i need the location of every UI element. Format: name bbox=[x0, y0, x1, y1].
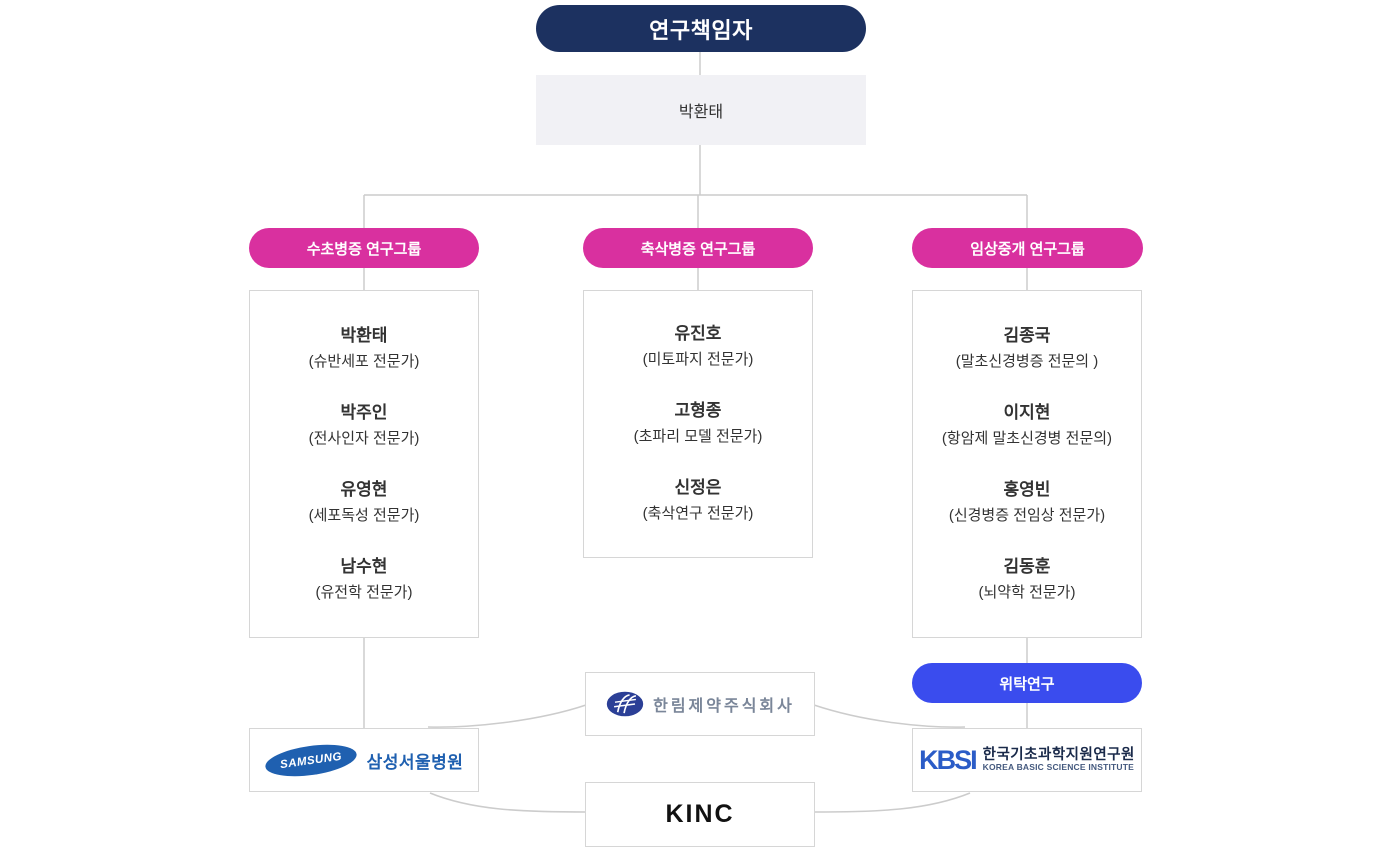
member-name: 홍영빈 bbox=[1003, 479, 1051, 499]
member-name: 김종국 bbox=[1003, 325, 1051, 345]
kbsi-english-name: KOREA BASIC SCIENCE INSTITUTE bbox=[982, 762, 1135, 773]
group-label: 수초병증 연구그룹 bbox=[306, 240, 422, 258]
member-role: (전사인자 전문가) bbox=[308, 429, 420, 447]
member-role: (축삭연구 전문가) bbox=[642, 505, 754, 522]
consignment-label: 위탁연구 bbox=[999, 675, 1055, 693]
member-name: 유영현 bbox=[340, 479, 388, 499]
group-pill-axonopathy: 축삭병증 연구그룹 bbox=[583, 228, 813, 268]
member-entry: 신정은 (축삭연구 전문가) bbox=[643, 475, 754, 527]
member-name: 박주인 bbox=[340, 402, 388, 422]
curve-samsung-to-kinc bbox=[429, 792, 587, 813]
curve-hanlim-to-kbsi bbox=[813, 704, 966, 728]
kinc-brand: KINC bbox=[665, 800, 735, 828]
member-name: 남수현 bbox=[340, 556, 388, 576]
member-name: 신정은 bbox=[674, 478, 722, 497]
partner-box-kinc: KINC bbox=[585, 782, 815, 847]
member-entry: 박환태 (슈반세포 전문가) bbox=[309, 323, 420, 375]
hanlim-emblem-icon bbox=[606, 691, 644, 717]
member-role: (말초신경병증 전문의 ) bbox=[955, 352, 1099, 370]
member-entry: 남수현 (유전학 전문가) bbox=[316, 554, 413, 606]
member-box-translational: 김종국 (말초신경병증 전문의 ) 이지현 (항암제 말초신경병 전문의) 홍영… bbox=[912, 290, 1142, 638]
member-entry: 유진호 (미토파지 전문가) bbox=[643, 321, 754, 373]
samsung-hospital-name: 삼성서울병원 bbox=[366, 752, 464, 772]
member-box-axonopathy: 유진호 (미토파지 전문가) 고형종 (초파리 모델 전문가) 신정은 (축삭연… bbox=[583, 290, 813, 558]
member-entry: 박주인 (전사인자 전문가) bbox=[309, 400, 420, 452]
curve-hanlim-to-samsung bbox=[427, 704, 587, 728]
member-entry: 홍영빈 (신경병증 전임상 전문가) bbox=[949, 477, 1105, 529]
consignment-pill: 위탁연구 bbox=[912, 663, 1142, 703]
samsung-logo: SAMSUNG 삼성서울병원 bbox=[263, 739, 464, 781]
member-name: 김동훈 bbox=[1003, 556, 1051, 576]
member-role: (초파리 모델 전문가) bbox=[633, 428, 763, 445]
member-entry: 이지현 (항암제 말초신경병 전문의) bbox=[942, 400, 1112, 452]
group-label: 축삭병증 연구그룹 bbox=[640, 240, 756, 258]
hanlim-name: 한림제약주식회사 bbox=[653, 698, 795, 715]
member-name: 고형종 bbox=[674, 401, 722, 420]
member-role: (신경병증 전임상 전문가) bbox=[948, 506, 1106, 524]
director-pill: 연구책임자 bbox=[536, 5, 866, 52]
member-box-myelinopathy: 박환태 (슈반세포 전문가) 박주인 (전사인자 전문가) 유영현 (세포독성 … bbox=[249, 290, 479, 638]
group-pill-translational: 임상중개 연구그룹 bbox=[912, 228, 1143, 268]
member-entry: 고형종 (초파리 모델 전문가) bbox=[634, 398, 763, 450]
member-name: 박환태 bbox=[340, 325, 388, 345]
samsung-oval-icon: SAMSUNG bbox=[263, 739, 359, 781]
kbsi-names: 한국기초과학지원연구원 KOREA BASIC SCIENCE INSTITUT… bbox=[983, 747, 1135, 773]
member-entry: 김동훈 (뇌약학 전문가) bbox=[979, 554, 1076, 606]
member-entry: 김종국 (말초신경병증 전문의 ) bbox=[956, 323, 1099, 375]
member-role: (뇌약학 전문가) bbox=[978, 583, 1076, 601]
partner-box-samsung: SAMSUNG 삼성서울병원 bbox=[249, 728, 479, 792]
samsung-brand: SAMSUNG bbox=[278, 749, 343, 771]
partner-box-kbsi: KBSI 한국기초과학지원연구원 KOREA BASIC SCIENCE INS… bbox=[912, 728, 1142, 792]
group-label: 임상중개 연구그룹 bbox=[970, 240, 1085, 258]
member-role: (항암제 말초신경병 전문의) bbox=[941, 429, 1113, 447]
member-name: 유진호 bbox=[674, 324, 722, 343]
kbsi-korean-name: 한국기초과학지원연구원 bbox=[982, 746, 1135, 763]
hanlim-logo: 한림제약주식회사 bbox=[605, 690, 795, 718]
member-role: (세포독성 전문가) bbox=[308, 506, 420, 524]
lead-name: 박환태 bbox=[678, 104, 724, 121]
kbsi-brand: KBSI bbox=[919, 744, 977, 775]
curve-kinc-to-kbsi bbox=[813, 792, 971, 813]
member-role: (유전학 전문가) bbox=[315, 583, 413, 601]
member-role: (미토파지 전문가) bbox=[642, 351, 754, 368]
group-pill-myelinopathy: 수초병증 연구그룹 bbox=[249, 228, 479, 268]
member-name: 이지현 bbox=[1003, 402, 1051, 422]
kbsi-logo: KBSI 한국기초과학지원연구원 KOREA BASIC SCIENCE INS… bbox=[919, 745, 1135, 776]
director-title: 연구책임자 bbox=[649, 17, 753, 43]
lead-name-box: 박환태 bbox=[536, 75, 866, 145]
member-entry: 유영현 (세포독성 전문가) bbox=[309, 477, 420, 529]
member-role: (슈반세포 전문가) bbox=[308, 352, 420, 370]
partner-box-hanlim: 한림제약주식회사 bbox=[585, 672, 815, 736]
